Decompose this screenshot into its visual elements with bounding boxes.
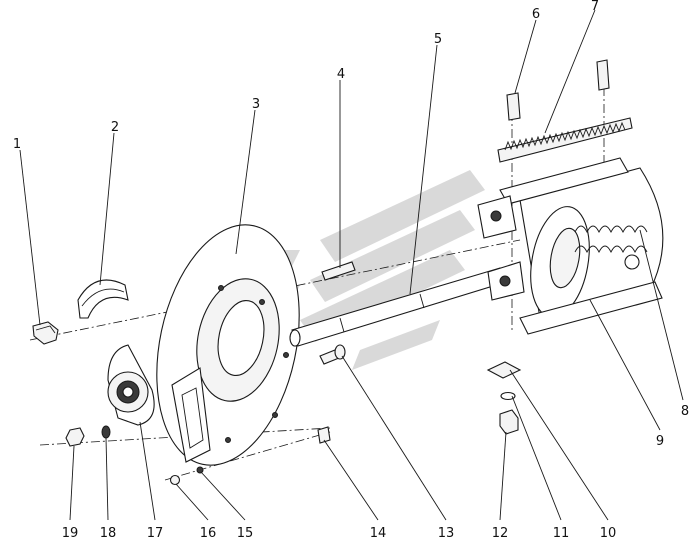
callout-19: 19 bbox=[62, 526, 79, 541]
callout-16: 16 bbox=[200, 526, 217, 541]
callout-14: 14 bbox=[370, 526, 387, 541]
callout-8: 8 bbox=[681, 404, 689, 419]
callout-3: 3 bbox=[252, 97, 260, 112]
callout-5: 5 bbox=[434, 32, 442, 47]
part-13-bolt bbox=[319, 344, 346, 365]
part-1-nut bbox=[32, 321, 59, 345]
part-2-crescent-cover bbox=[77, 279, 129, 319]
callout-6: 6 bbox=[532, 7, 540, 22]
callout-labels: 1 2 3 4 5 6 7 8 9 10 11 12 13 14 15 16 1… bbox=[13, 0, 689, 541]
part-11-spring-washer bbox=[500, 391, 516, 401]
part-19-nut bbox=[65, 427, 85, 447]
part-8-spiral-rotor bbox=[519, 167, 664, 319]
callout-10: 10 bbox=[600, 526, 617, 541]
callout-9: 9 bbox=[656, 434, 664, 449]
callout-18: 18 bbox=[100, 526, 117, 541]
callout-11: 11 bbox=[553, 526, 570, 541]
part-4-key bbox=[321, 261, 356, 281]
callout-2: 2 bbox=[111, 120, 119, 135]
callout-13: 13 bbox=[438, 526, 455, 541]
callout-7: 7 bbox=[591, 0, 599, 14]
callout-15: 15 bbox=[237, 526, 254, 541]
part-16-nut bbox=[169, 474, 181, 486]
part-7-toothed-strip bbox=[497, 117, 633, 163]
callout-1: 1 bbox=[13, 137, 21, 152]
part-14-screw bbox=[317, 426, 331, 444]
leader-lines bbox=[19, 9, 684, 521]
part-12-nut bbox=[499, 409, 519, 435]
part-10-plate-washer bbox=[486, 361, 522, 379]
part-17-bearing-flange bbox=[107, 344, 155, 426]
callout-12: 12 bbox=[492, 526, 509, 541]
part-15-washer bbox=[196, 466, 204, 474]
part-9-housing bbox=[477, 157, 663, 335]
part-6-pin bbox=[506, 59, 610, 121]
callout-17: 17 bbox=[147, 526, 164, 541]
part-18-spring-washer bbox=[101, 425, 111, 439]
part-3-mounting-plate bbox=[156, 224, 300, 466]
callout-4: 4 bbox=[337, 67, 345, 82]
